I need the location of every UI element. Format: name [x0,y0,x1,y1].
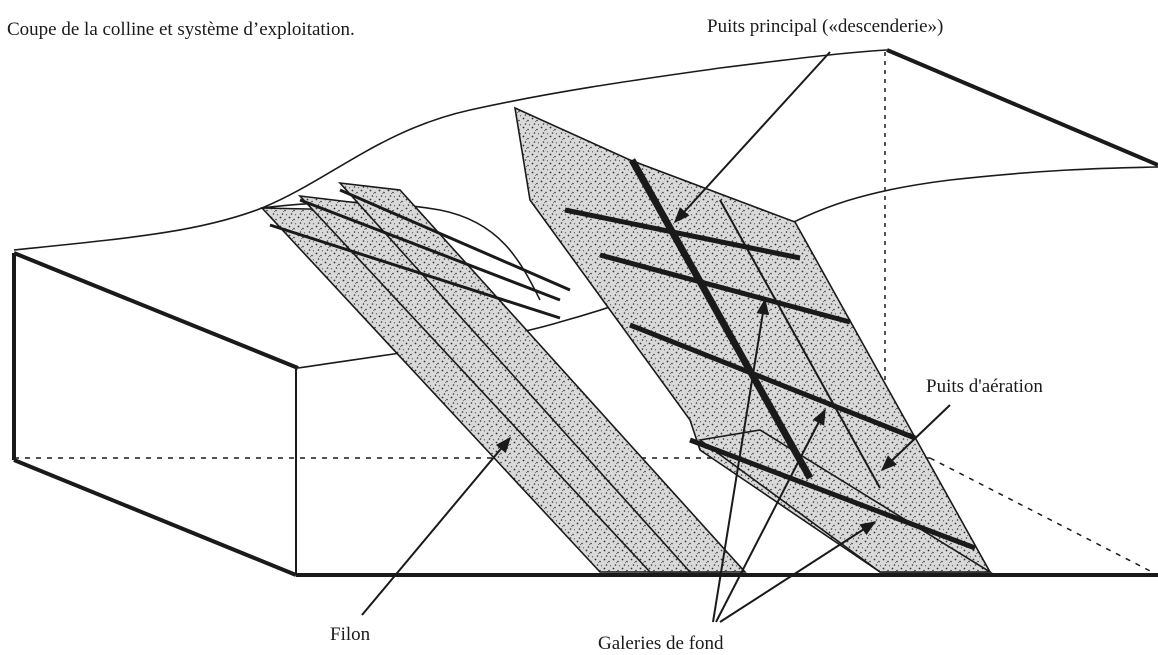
arrow-galeries-2 [715,408,826,623]
arrow-puits-principal [673,51,831,224]
arrow-filon [361,436,512,616]
hidden-right-base-edge [929,457,1158,576]
label-galeries-de-fond: Galeries de fond [598,633,724,654]
diagram-title: Coupe de la colline et système d’exploit… [7,19,355,40]
vein-left-gallery-2 [299,198,561,302]
gallery-level-3 [629,322,916,441]
vein-left-gallery-3 [339,188,571,292]
vein-left-group [260,181,747,573]
block-back-top-edge [886,48,1158,167]
leader-arrows [361,51,951,623]
vein-left-gallery-1 [269,223,561,320]
arrow-galeries-1 [712,298,770,623]
gallery-level-1 [564,207,801,261]
arrow-puits-aeration [880,404,951,472]
block-front-bottom-edge [13,458,297,577]
vein-right-group [513,106,993,573]
arrow-galeries-3 [719,521,877,623]
hill-back-profile [13,49,888,251]
label-puits-aeration: Puits d'aération [926,376,1043,397]
gallery-level-4 [689,437,976,551]
label-filon: Filon [330,624,371,645]
gallery-level-2 [599,252,851,325]
block-front-top-edge [13,251,299,370]
ventilation-shaft [719,199,881,489]
main-incline-shaft [628,158,814,480]
label-puits-principal: Puits principal («descenderie») [707,16,944,37]
